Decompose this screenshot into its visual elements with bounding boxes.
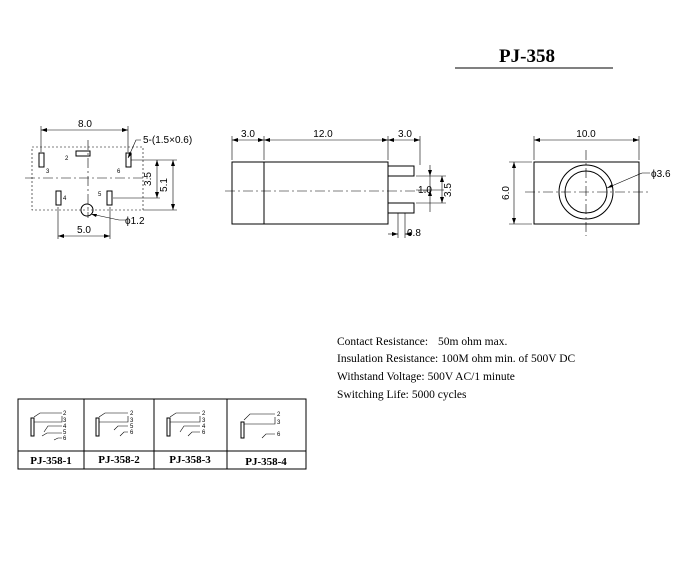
- svg-text:3: 3: [277, 420, 281, 426]
- schematic-pj-358-2: 2 3 5 6: [95, 411, 134, 437]
- pin-number: 6: [117, 169, 121, 175]
- side-pin-lower: [387, 202, 415, 214]
- title: PJ-358: [499, 46, 555, 67]
- side-left-dim: 3.0: [241, 129, 255, 140]
- side-middle-dim: 12.0: [313, 129, 333, 140]
- bore-diameter-dim: ϕ3.6: [651, 169, 671, 180]
- side-pin-pitch-dim: 1.0: [418, 185, 432, 196]
- spec-label: Contact Resistance:: [337, 336, 428, 348]
- spec-value: 50m ohm max.: [438, 336, 507, 348]
- svg-text:3: 3: [63, 418, 67, 424]
- end-height-dim: 6.0: [501, 186, 512, 200]
- spec-value: 100M ohm min. of 500V DC: [441, 353, 575, 365]
- hole-diameter-dim: ϕ1.2: [125, 216, 145, 227]
- variant-name: PJ-358-3: [169, 454, 211, 466]
- schematic-pj-358-1: 2 3 4 5 6: [30, 411, 67, 442]
- schematic-pj-358-4: 2 3 6: [240, 412, 281, 439]
- pin-number: 2: [65, 156, 69, 162]
- pin-slot-3: [38, 152, 45, 168]
- spec-row: Insulation Resistance:100M ohm min. of 5…: [337, 353, 576, 365]
- svg-text:3: 3: [130, 418, 134, 424]
- front-outer-height-dim: 5.1: [159, 178, 170, 192]
- variant-name: PJ-358-2: [98, 454, 140, 466]
- svg-text:6: 6: [63, 436, 67, 442]
- side-view: 3.0 12.0 3.0 3.5 1.0 0.8: [225, 129, 454, 239]
- pin-slot-2: [75, 150, 91, 157]
- end-body: [533, 161, 640, 225]
- svg-text:5: 5: [130, 424, 134, 430]
- pin-slot-4: [55, 190, 62, 206]
- svg-text:6: 6: [277, 432, 281, 438]
- variant-name: PJ-358-1: [30, 455, 72, 467]
- svg-text:2: 2: [277, 412, 281, 418]
- side-body: [231, 161, 389, 225]
- spec-value: 500V AC/1 minute: [428, 371, 515, 383]
- svg-text:3: 3: [202, 418, 206, 424]
- spec-label: Switching Life:: [337, 389, 409, 401]
- spec-label: Withstand Voltage:: [337, 371, 425, 383]
- front-width-dim: 8.0: [78, 119, 92, 130]
- pin-number: 4: [63, 196, 67, 202]
- front-bottom-dim: 5.0: [77, 225, 91, 236]
- svg-text:4: 4: [63, 424, 67, 430]
- front-body-outline: [31, 146, 144, 211]
- end-width-dim: 10.0: [576, 129, 596, 140]
- front-inner-height-dim: 3.5: [143, 172, 154, 186]
- pin-slot-5: [106, 190, 113, 206]
- locating-hole: [80, 203, 94, 217]
- svg-text:6: 6: [130, 430, 134, 436]
- svg-text:4: 4: [202, 424, 206, 430]
- side-pin-thickness-dim: 0.8: [407, 228, 421, 239]
- side-pin-span-dim: 3.5: [443, 183, 454, 197]
- schematic-pj-358-3: 2 3 4 6: [166, 411, 206, 437]
- end-view: 10.0 6.0 ϕ3.6: [501, 129, 671, 236]
- variants-table: 2 3 4 5 6 2 3 5 6 2 3 4 6: [17, 398, 307, 470]
- pin-number: 3: [46, 169, 50, 175]
- side-right-dim: 3.0: [398, 129, 412, 140]
- slot-size-note: 5-(1.5×0.6): [143, 135, 192, 146]
- pin-number: 5: [98, 192, 102, 198]
- spec-row: Switching Life:5000 cycles: [337, 389, 467, 401]
- spec-row: Withstand Voltage:500V AC/1 minute: [337, 371, 515, 383]
- svg-text:2: 2: [130, 411, 134, 417]
- svg-text:2: 2: [63, 411, 67, 417]
- variant-name: PJ-358-4: [245, 456, 287, 468]
- svg-text:6: 6: [202, 430, 206, 436]
- spec-label: Insulation Resistance:: [337, 353, 438, 365]
- side-pin-upper: [387, 165, 415, 177]
- svg-text:2: 2: [202, 411, 206, 417]
- svg-text:5: 5: [63, 430, 67, 436]
- spec-value: 5000 cycles: [412, 389, 467, 401]
- front-view: 2 3 6 4 5 8.0 5-(1.5×0.6) 3.5 5.1 5.0: [25, 119, 192, 239]
- spec-row: Contact Resistance: 50m ohm max.: [337, 336, 507, 348]
- specifications: Contact Resistance: 50m ohm max. Insulati…: [337, 336, 576, 401]
